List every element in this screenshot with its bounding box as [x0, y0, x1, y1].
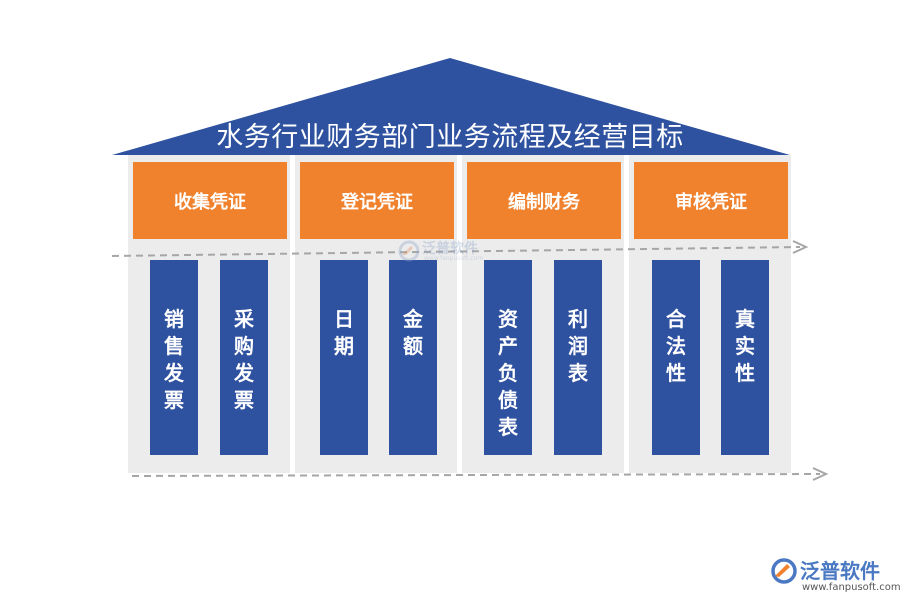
watermark-url: www.fanpusoft.com: [424, 255, 484, 262]
pillar-4-2: 真实性: [721, 260, 769, 455]
watermark-name: 泛普软件: [422, 241, 478, 257]
diagram-title: 水务行业财务部门业务流程及经营目标: [216, 121, 684, 153]
pillar-1-1: 销售发票: [150, 260, 198, 455]
fanpu-logo-icon: [398, 240, 420, 262]
roof-shape: [112, 58, 790, 155]
pillar-3-1: 资产负债表: [484, 260, 532, 455]
brand-url: www.fanpusoft.com: [802, 582, 900, 593]
flow-arrow-upper-line: [111, 246, 801, 257]
brand-name: 泛普软件: [800, 559, 880, 583]
pillar-1-2: 采购发票: [220, 260, 268, 455]
flow-arrow-upper-head: [792, 240, 809, 254]
pillar-2-1: 日期: [320, 260, 368, 455]
fanpu-logo-icon: [771, 558, 797, 584]
watermark: 泛普软件 www.fanpusoft.com: [398, 236, 508, 270]
pillar-4-1: 合法性: [652, 260, 700, 455]
pillar-3-2: 利润表: [554, 260, 602, 455]
stage-header-4: 审核凭证: [634, 162, 788, 239]
flow-arrow-lower-line: [131, 473, 821, 477]
stage-header-3: 编制财务: [467, 162, 621, 239]
pillar-2-2: 金额: [389, 260, 437, 455]
stage-header-1: 收集凭证: [133, 162, 287, 239]
flow-arrow-lower-head: [812, 467, 829, 481]
stage-header-2: 登记凭证: [300, 162, 454, 239]
brand-logo: 泛普软件 www.fanpusoft.com: [770, 553, 900, 598]
